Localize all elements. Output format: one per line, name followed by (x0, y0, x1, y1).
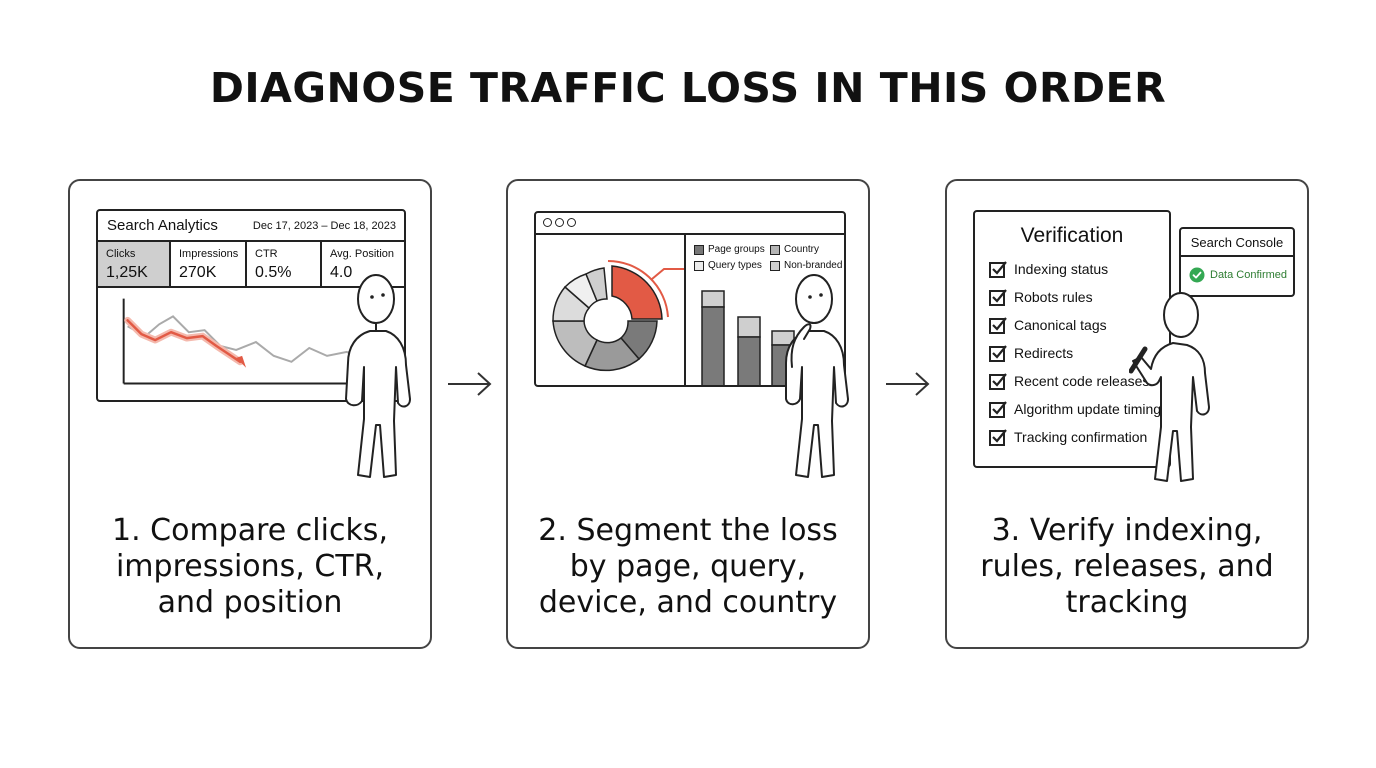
caption-line: rules, releases, and (980, 549, 1274, 584)
metric-label: Clicks (106, 248, 136, 260)
search-analytics-header: Search Analytics Dec 17, 2023 – Dec 18, … (98, 211, 404, 241)
checklist-item: Redirects (989, 344, 1073, 362)
page-title: DIAGNOSE TRAFFIC LOSS IN THIS ORDER (209, 64, 1167, 112)
caption-line: device, and country (538, 585, 838, 620)
step-caption-1: 1. Compare clicks, impressions, CTR, and… (70, 513, 430, 621)
metric-avg-position: Avg. Position 4.0 (322, 242, 404, 286)
checklist-label: Redirects (1014, 345, 1074, 361)
metric-label: Impressions (179, 248, 239, 260)
legend-label: Non-branded (784, 260, 843, 271)
legend-item-page-groups: Page groups (694, 244, 765, 255)
checklist-item: Robots rules (989, 288, 1093, 306)
legend-label: Query types (708, 260, 762, 271)
metric-value: 0.5% (255, 264, 292, 281)
metric-label: CTR (255, 248, 278, 260)
metric-label: Avg. Position (330, 248, 395, 260)
status-badge: Data Confirmed (1189, 267, 1287, 283)
search-analytics-window: Search Analytics Dec 17, 2023 – Dec 18, … (96, 209, 406, 402)
person-figure-2 (785, 274, 849, 478)
graph-line-previous (127, 315, 365, 363)
person-figure-1 (345, 274, 411, 478)
step-card-segment: Page groups Country Query types Non-bran… (506, 179, 870, 649)
checklist-label: Tracking confirmation (1014, 429, 1148, 445)
checkbox-checked-icon (989, 429, 1007, 446)
checkbox-checked-icon (989, 373, 1007, 390)
status-text: Data Confirmed (1210, 269, 1288, 281)
search-console-box: Search Console Data Confirmed (1179, 227, 1295, 297)
step-card-verify: Verification Indexing status Robots rule… (945, 179, 1309, 649)
checklist-label: Canonical tags (1014, 317, 1107, 333)
search-console-title: Search Console (1181, 229, 1293, 257)
checkbox-checked-icon (989, 289, 1007, 306)
graph-arrowhead (236, 355, 247, 368)
metric-ctr: CTR 0.5% (247, 242, 322, 286)
checkbox-checked-icon (989, 261, 1007, 278)
metric-value: 270K (179, 264, 217, 281)
traffic-trend-graph (122, 298, 395, 385)
verification-title: Verification (1020, 224, 1124, 247)
checkbox-checked-icon (989, 317, 1007, 334)
step-caption-3: 3. Verify indexing, rules, releases, and… (947, 513, 1307, 621)
legend-item-query-types: Query types (694, 260, 762, 271)
checklist-item: Tracking confirmation (989, 428, 1147, 446)
caption-line: impressions, CTR, (115, 549, 385, 584)
checkbox-checked-icon (989, 401, 1007, 418)
caption-line: 3. Verify indexing, (991, 513, 1263, 548)
legend-swatch (770, 244, 780, 255)
checklist-label: Algorithm update timing (1014, 401, 1162, 417)
search-analytics-title: Search Analytics (107, 217, 218, 234)
segment-donut-chart (552, 259, 684, 372)
caption-line: 2. Segment the loss (538, 513, 838, 548)
caption-line: and position (157, 585, 343, 620)
caption-line: tracking (1065, 585, 1189, 620)
checklist-item: Indexing status (989, 260, 1108, 278)
verification-board: Verification Indexing status Robots rule… (973, 210, 1171, 468)
metric-value: 1,25K (106, 264, 148, 281)
person-figure-3 (1129, 292, 1210, 482)
window-dot-icon (567, 218, 576, 227)
checklist-label: Recent code releases (1014, 373, 1150, 389)
window-titlebar (536, 213, 844, 235)
metric-clicks: Clicks 1,25K (98, 242, 171, 286)
legend-label: Country (784, 244, 820, 255)
step-caption-2: 2. Segment the loss by page, query, devi… (508, 513, 868, 621)
legend-item-country: Country (770, 244, 819, 255)
checkbox-checked-icon (989, 345, 1007, 362)
graph-line-current (126, 319, 242, 364)
chart-divider (684, 235, 686, 385)
check-circle-icon (1189, 267, 1205, 283)
caption-line: by page, query, (569, 549, 807, 584)
legend-swatch (694, 244, 704, 255)
checklist-item: Recent code releases (989, 372, 1149, 390)
legend-swatch (770, 260, 780, 271)
step-card-compare: Search Analytics Dec 17, 2023 – Dec 18, … (68, 179, 432, 649)
checklist-label: Robots rules (1014, 289, 1093, 305)
date-range: Dec 17, 2023 – Dec 18, 2023 (252, 220, 396, 232)
marker-pen-icon (1129, 346, 1148, 374)
legend-swatch (694, 260, 704, 271)
metrics-row: Clicks 1,25K Impressions 270K CTR 0.5% A… (98, 240, 404, 288)
legend-item-non-branded: Non-branded (770, 260, 842, 271)
arrow-right-icon (886, 372, 930, 396)
metric-value: 4.0 (330, 264, 353, 281)
window-dot-icon (555, 218, 564, 227)
arrow-right-icon (448, 372, 492, 396)
window-dot-icon (543, 218, 552, 227)
checklist-item: Algorithm update timing (989, 400, 1161, 418)
metric-impressions: Impressions 270K (171, 242, 247, 286)
checklist-item: Canonical tags (989, 316, 1107, 334)
caption-line: 1. Compare clicks, (112, 513, 388, 548)
checklist-label: Indexing status (1014, 261, 1109, 277)
legend-label: Page groups (708, 244, 765, 255)
